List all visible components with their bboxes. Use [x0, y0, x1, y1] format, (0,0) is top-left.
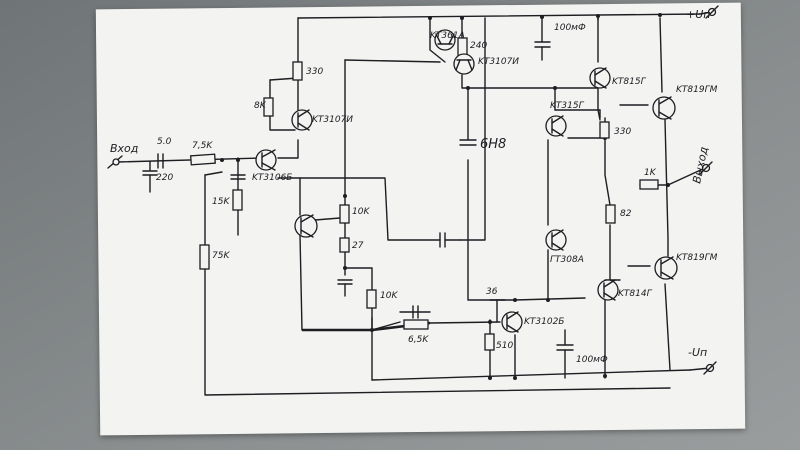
q-kt3107i-b-label: KT3107И: [478, 57, 519, 67]
input-label: Вход: [110, 142, 138, 155]
q-kt315g-label: KT315Г: [550, 101, 585, 111]
q-kt819gm-top-label: KT819ГМ: [676, 85, 718, 95]
transistor-kt815g-icon: [589, 67, 611, 89]
r-out-1k-label: 1K: [644, 168, 657, 178]
resistors: [189, 37, 659, 351]
minus-supply-label: -Uп: [688, 346, 707, 359]
q-gt308a-label: ГТ308А: [550, 255, 584, 265]
c-6n8-label: 6Н8: [480, 137, 506, 152]
r-330-top-label: 330: [306, 67, 323, 77]
cap-100mf-bot-label: 100мФ: [576, 355, 608, 365]
r-240-label: 240: [470, 41, 487, 51]
r-82-label: 82: [620, 209, 632, 219]
q-kt814g-label: KT814Г: [618, 289, 653, 299]
r-330-mid-label: 330: [614, 127, 631, 137]
r-15k-label: 15K: [212, 197, 230, 207]
transistor-kt361a-icon: [434, 29, 456, 51]
r-27-label: 27: [352, 241, 364, 251]
q-input-pnp-label: KT3106Б: [252, 173, 292, 183]
junction-dots: [220, 13, 670, 380]
r-75k-label: 75K: [212, 251, 230, 261]
transistor-kt315g-icon: [545, 115, 567, 137]
q-kt819gm-bottom-label: KT819ГМ: [676, 253, 718, 263]
capacitors: [142, 41, 574, 351]
output-terminal-icon: [699, 161, 713, 175]
transistor-gt308a-icon: [545, 229, 567, 251]
q-kt361a-label: KT361А: [430, 31, 465, 41]
transistor-mid-left-icon: [294, 214, 318, 238]
r-8k-label: 8K: [254, 101, 267, 111]
c-36-label: 36: [486, 287, 498, 297]
transistor-kt819gm-top-icon: [652, 96, 676, 120]
r-6-5k-label: 6,5K: [408, 335, 429, 345]
transistors: [255, 29, 678, 333]
q-kt3107i-a-label: KT3107И: [312, 115, 353, 125]
r-510-label: 510: [496, 341, 513, 351]
input-terminal-icon: [107, 155, 123, 169]
r-10k-mid-label: 10K: [352, 207, 370, 217]
transistor-kt3102b-icon: [501, 311, 523, 333]
r-10k-low-label: 10K: [380, 291, 398, 301]
plus-supply-label: +Uп: [686, 8, 710, 21]
transistor-kt814g-icon: [597, 279, 619, 301]
transistor-kt3107i-right-icon: [453, 53, 475, 75]
plus-supply-terminal-icon: [705, 5, 719, 19]
transistor-kt3107i-left-icon: [291, 109, 313, 131]
transistor-kt3106b-input-icon: [255, 149, 277, 171]
transistor-kt819gm-bottom-icon: [654, 256, 678, 280]
minus-supply-terminal-icon: [703, 361, 717, 375]
q-kt3102b-label: KT3102Б: [524, 317, 564, 327]
c-in-shunt-label: 220: [156, 173, 173, 183]
cap-100mf-top-label: 100мФ: [554, 23, 586, 33]
q-kt815g-label: KT815Г: [612, 77, 647, 87]
r-in-label: 7,5K: [192, 141, 213, 151]
component-labels: Вход +Uп Выход -Uп 5.0 220 7,5K 15K 75K …: [110, 8, 718, 365]
c-in-value-label: 5.0: [157, 137, 172, 147]
